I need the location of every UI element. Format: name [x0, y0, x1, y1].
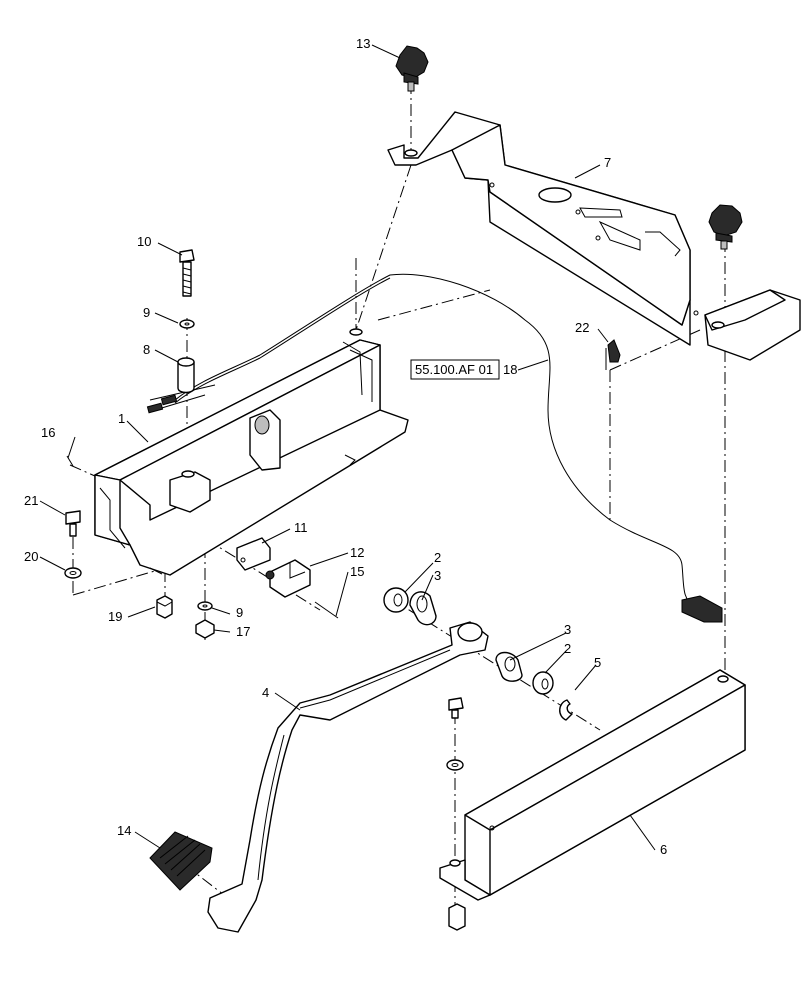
spacer-part-8	[177, 357, 195, 394]
standoff-lower-housing	[448, 903, 466, 931]
bolt-part-10	[179, 249, 195, 297]
callout-12: 12	[350, 545, 364, 560]
bushing-part-3-right	[495, 651, 523, 682]
callout-2-left: 2	[434, 550, 441, 565]
switch-part-12	[265, 559, 311, 598]
cam-plate-part-11	[236, 537, 271, 571]
callout-3-right: 3	[564, 622, 571, 637]
pedal-housing-part-6	[439, 669, 746, 901]
callout-17: 17	[236, 624, 250, 639]
star-knob-right	[708, 204, 743, 250]
callout-15: 15	[350, 564, 364, 579]
pedal-pad-part-14	[149, 831, 213, 891]
e-clip-part-5	[559, 699, 573, 721]
callout-19: 19	[108, 609, 122, 624]
callout-22: 22	[575, 320, 589, 335]
reference-label-box[interactable]: 55.100.AF 01	[410, 359, 500, 380]
wiring-harness-part-18	[146, 273, 723, 623]
washer-part-2-left	[383, 587, 409, 613]
callout-6: 6	[660, 842, 667, 857]
callout-21: 21	[24, 493, 38, 508]
standoff-part-19	[156, 595, 173, 619]
star-knob-part-13	[395, 45, 429, 92]
callout-2-right: 2	[564, 641, 571, 656]
washer-part-9-lower	[197, 601, 213, 611]
callout-numbers: 13 7 10 9 8 1 16 21 20 19 9 17 11 12 15 …	[24, 36, 667, 857]
callout-10: 10	[137, 234, 151, 249]
callout-4: 4	[262, 685, 269, 700]
bolt-upper-housing	[448, 697, 464, 719]
callout-1: 1	[118, 411, 125, 426]
washer-part-20	[64, 567, 82, 579]
callout-18: 18	[503, 362, 517, 377]
screw-part-15	[314, 601, 339, 619]
callout-7: 7	[604, 155, 611, 170]
pedal-arm-part-4	[207, 621, 489, 933]
bracket-plate-part-7	[387, 111, 801, 361]
callout-14: 14	[117, 823, 131, 838]
reference-label: 55.100.AF 01	[415, 362, 493, 377]
callout-11: 11	[294, 520, 308, 535]
main-bracket-part-1	[94, 328, 409, 576]
clip-part-22	[605, 339, 621, 370]
callout-9-lower: 9	[236, 605, 243, 620]
callout-9-upper: 9	[143, 305, 150, 320]
washer-part-9-upper	[179, 319, 195, 329]
bolt-part-21	[65, 510, 81, 537]
callout-5: 5	[594, 655, 601, 670]
washer-part-2-right	[532, 671, 554, 695]
leader-lines	[39, 44, 656, 851]
callout-13: 13	[356, 36, 370, 51]
nut-part-17	[195, 619, 215, 639]
washer-housing	[446, 759, 464, 771]
bushing-part-3-left	[409, 591, 437, 626]
callout-16: 16	[41, 425, 55, 440]
callout-3-left: 3	[434, 568, 441, 583]
callout-20: 20	[24, 549, 38, 564]
callout-8: 8	[143, 342, 150, 357]
